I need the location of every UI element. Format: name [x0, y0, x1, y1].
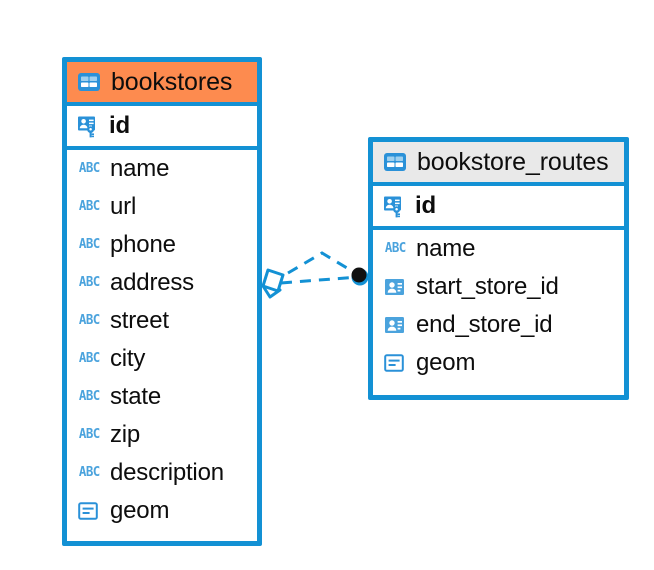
field-row-phone[interactable]: ABC phone — [67, 226, 257, 264]
entity-bookstore-routes[interactable]: bookstore_routes — [368, 137, 629, 400]
geometry-icon — [76, 498, 102, 524]
field-row-geom[interactable]: geom — [67, 492, 257, 530]
field-label-zip: zip — [110, 421, 141, 448]
field-label-geom: geom — [416, 349, 476, 376]
field-label-description: description — [110, 459, 224, 486]
entity-title-bookstore-routes: bookstore_routes — [417, 147, 609, 176]
geometry-icon — [382, 350, 408, 376]
primary-key-icon — [76, 113, 102, 139]
relationship-line-mid — [283, 275, 358, 277]
abc-text-icon: ABC — [78, 350, 100, 367]
abc-text-icon: ABC — [78, 198, 100, 215]
field-row-street[interactable]: ABC street — [67, 302, 257, 340]
field-label-street: street — [110, 307, 169, 334]
field-label-end-store-id: end_store_id — [416, 311, 553, 338]
field-row-name[interactable]: ABC name — [67, 150, 257, 188]
field-label-state: state — [110, 383, 162, 410]
field-row-end-store-id[interactable]: end_store_id — [373, 306, 624, 344]
field-row-start-store-id[interactable]: start_store_id — [373, 268, 624, 306]
entity-header-bookstores[interactable]: bookstores — [67, 62, 257, 106]
field-row-zip[interactable]: ABC zip — [67, 416, 257, 454]
relationship-line-upper — [287, 251, 358, 276]
field-row-city[interactable]: ABC city — [67, 340, 257, 378]
foreign-key-icon — [382, 274, 408, 300]
field-row-state[interactable]: ABC state — [67, 378, 257, 416]
field-row-id[interactable]: id — [373, 186, 624, 230]
field-row-address[interactable]: ABC address — [67, 264, 257, 302]
table-icon — [382, 149, 408, 175]
field-label-geom: geom — [110, 497, 170, 524]
entity-header-bookstore-routes[interactable]: bookstore_routes — [373, 142, 624, 186]
abc-text-icon: ABC — [78, 160, 100, 177]
relationship-line-lower — [280, 275, 359, 285]
foreign-key-icon — [382, 312, 408, 338]
field-label-url: url — [110, 193, 137, 220]
abc-text-icon: ABC — [78, 274, 100, 291]
field-row-geom[interactable]: geom — [373, 344, 624, 382]
field-label-id: id — [109, 112, 130, 139]
table-icon — [76, 69, 102, 95]
abc-text-icon: ABC — [78, 312, 100, 329]
primary-key-icon — [382, 193, 408, 219]
field-label-phone: phone — [110, 231, 176, 258]
field-label-name: name — [110, 155, 170, 182]
field-row-url[interactable]: ABC url — [67, 188, 257, 226]
field-label-start-store-id: start_store_id — [416, 273, 559, 300]
entity-bookstores[interactable]: bookstores — [62, 57, 262, 546]
abc-text-icon: ABC — [78, 236, 100, 253]
abc-text-icon: ABC — [78, 426, 100, 443]
abc-text-icon: ABC — [384, 240, 406, 257]
field-row-description[interactable]: ABC description — [67, 454, 257, 492]
field-row-name[interactable]: ABC name — [373, 230, 624, 268]
field-row-id[interactable]: id — [67, 106, 257, 150]
entity-title-bookstores: bookstores — [111, 67, 233, 96]
field-label-id: id — [415, 192, 436, 219]
field-label-address: address — [110, 269, 194, 296]
crows-foot-diamond-icon — [261, 268, 285, 299]
field-label-name: name — [416, 235, 476, 262]
filled-circle-icon — [351, 267, 369, 286]
abc-text-icon: ABC — [78, 388, 100, 405]
abc-text-icon: ABC — [78, 464, 100, 481]
field-label-city: city — [110, 345, 146, 372]
